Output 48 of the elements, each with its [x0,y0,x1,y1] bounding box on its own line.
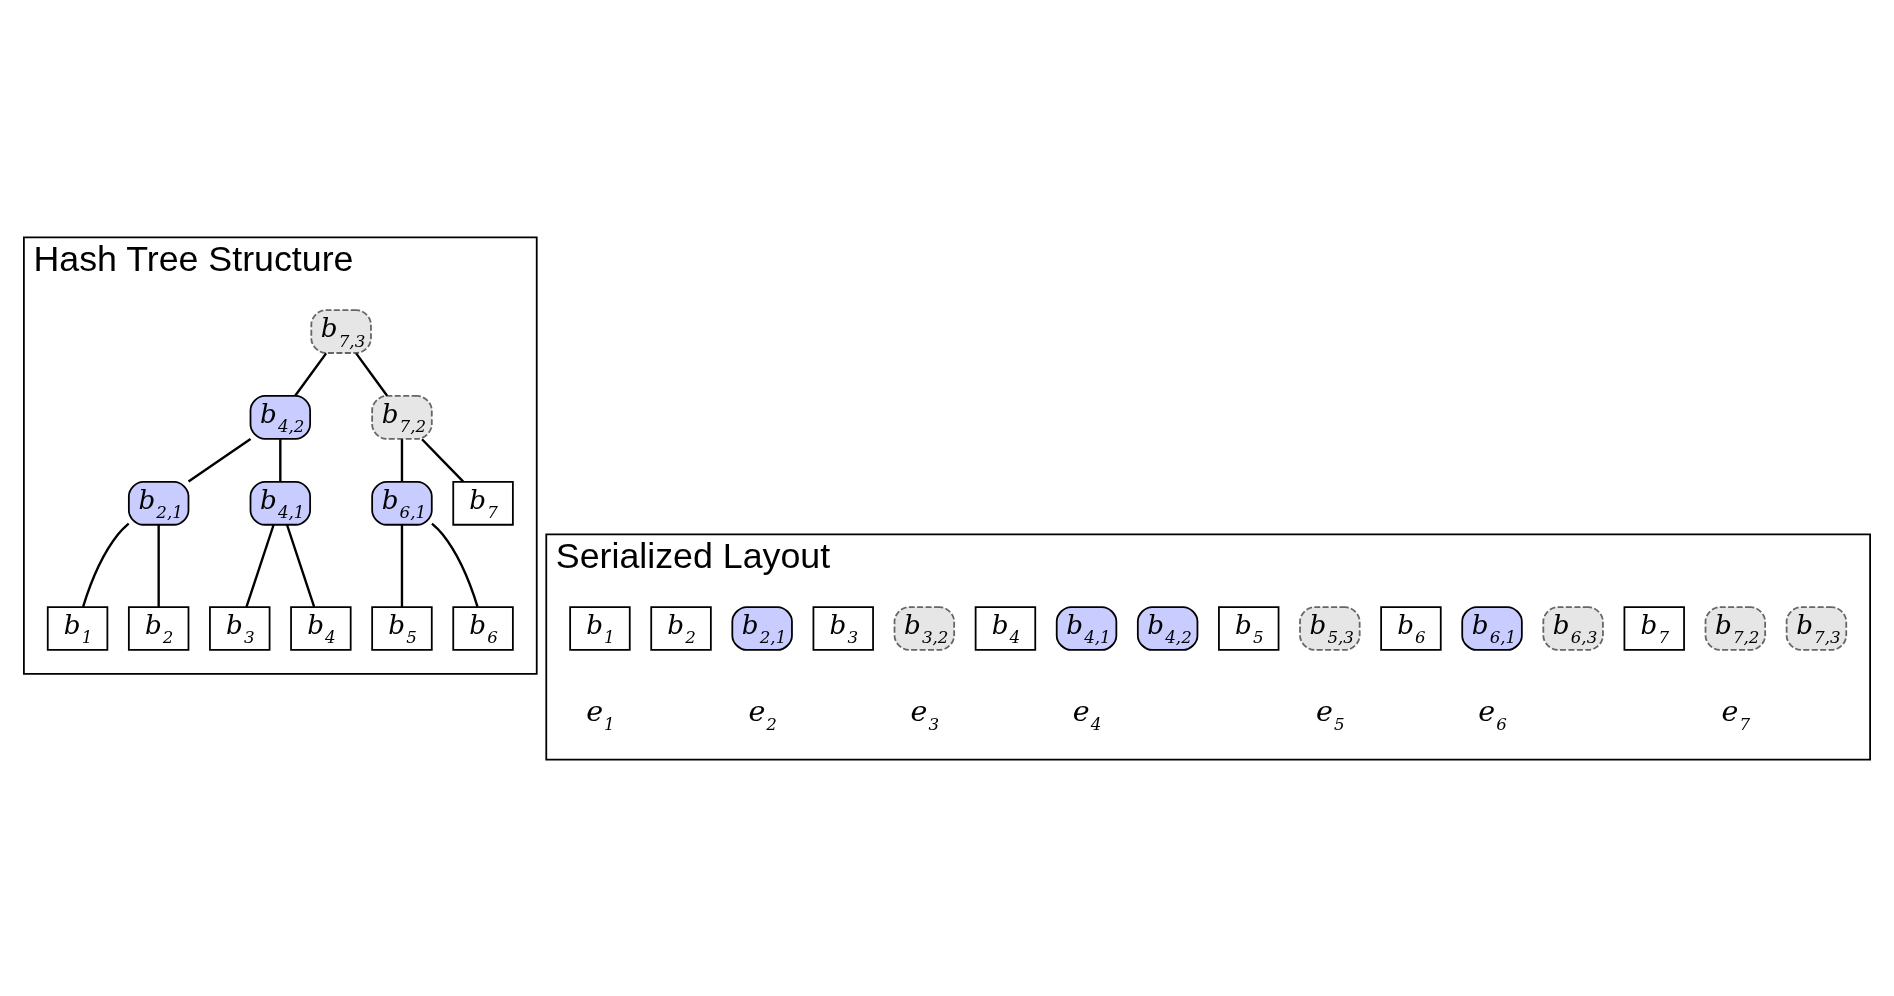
node-box: b$_{7,3}$ [1785,605,1848,651]
node-box: b$_{1}$ [569,605,631,651]
node-box: b$_{6,1}$ [1461,605,1523,651]
label: e$_{1}$ [586,693,615,734]
node-box: b$_{3}$ [812,605,874,651]
node-box: b$_{7,2}$ [371,394,433,440]
node-box: b$_{4}$ [974,605,1037,651]
node-box: b$_{3}$ [209,605,271,651]
node-box: b$_{5,3}$ [1299,605,1361,651]
node-box: b$_{4}$ [290,605,352,651]
node-box: b$_{6}$ [452,605,514,651]
node-box: b$_{2,1}$ [731,605,793,651]
node-box: b$_{2}$ [650,605,712,651]
connector [81,522,130,607]
node-box: b$_{6}$ [1380,605,1442,651]
connector [421,437,465,482]
label: e$_{2}$ [748,693,777,734]
connector [431,522,479,607]
node-box: b$_{5}$ [371,605,433,651]
connector [355,352,389,396]
node-box: b$_{7}$ [452,480,514,526]
node-box: b$_{7}$ [1623,605,1685,651]
node-box: b$_{2}$ [127,605,190,651]
node-box: b$_{4,2}$ [1136,605,1199,651]
node-box: b$_{6,3}$ [1542,605,1604,651]
node-box: b$_{6,1}$ [371,480,433,526]
node-box: b$_{7,3}$ [310,308,372,354]
label: e$_{6}$ [1478,693,1507,734]
connector [294,352,328,396]
label: e$_{5}$ [1316,693,1345,734]
node-box: b$_{3,2}$ [893,605,956,651]
connector [187,437,252,483]
node-box: b$_{1}$ [46,605,109,651]
label: e$_{3}$ [910,693,940,734]
connector [400,524,404,607]
node-box: b$_{4,1}$ [1055,605,1118,651]
connector [400,438,404,482]
node-box: b$_{5}$ [1218,605,1280,651]
connector [157,524,160,607]
node-box: b$_{7,2}$ [1704,605,1767,651]
label: e$_{7}$ [1721,693,1751,734]
node-box: b$_{4,2}$ [249,394,312,440]
connector [279,438,282,482]
node-box: b$_{2,1}$ [127,480,190,526]
node-box: b$_{4,1}$ [249,480,312,526]
connector [245,523,275,607]
connector [285,523,316,607]
label: e$_{4}$ [1072,693,1102,734]
